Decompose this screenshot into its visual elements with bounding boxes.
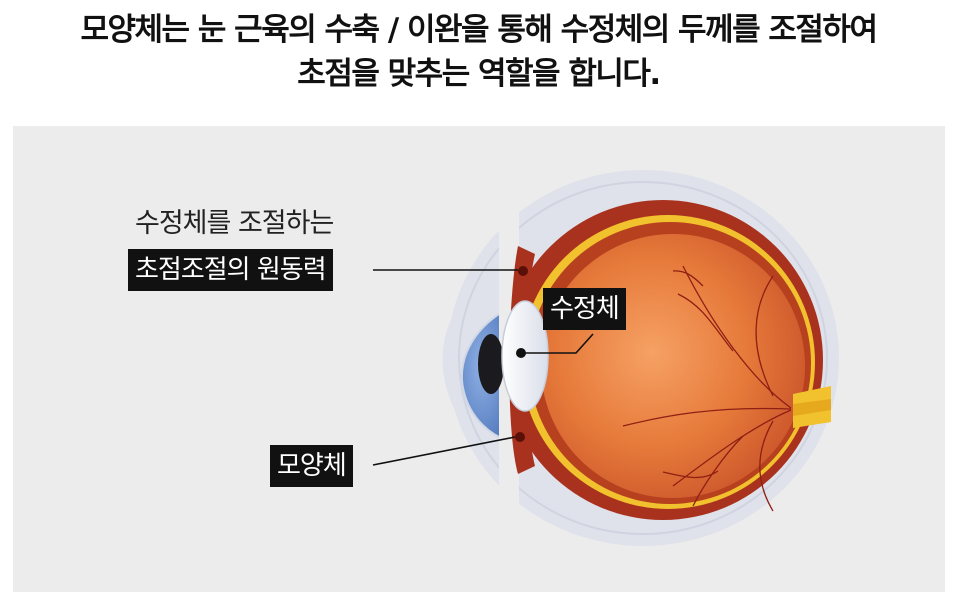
pupil [478,334,504,394]
leader-line-lens [525,333,594,354]
lens-dot [516,348,526,358]
ciliary-caption: 수정체를 조절하는 [135,208,334,239]
headline-line-1: 모양체는 눈 근육의 수축 / 이완을 통해 수정체의 두께를 조절하여 [80,12,878,48]
leader-line-ciliary-body [372,436,516,466]
optic-nerve [793,386,831,428]
leader-lines [372,269,594,466]
ciliary-tag: 초점조절의 원동력 [128,249,333,291]
lens-tag: 수정체 [543,288,626,330]
retinal-vessels [622,265,792,512]
headline-line-2: 초점을 맞추는 역할을 합니다. [297,56,661,92]
diagram-panel: 수정체를 조절하는 초점조절의 원동력 수정체 모양체 [13,126,945,592]
ciliary-dot-lower [515,432,525,442]
eye-diagram [372,170,839,546]
ciliary-dot-upper [518,266,528,276]
headline: 모양체는 눈 근육의 수축 / 이완을 통해 수정체의 두께를 조절하여 초점을… [0,8,957,96]
ciliary-body-tag: 모양체 [270,445,353,487]
